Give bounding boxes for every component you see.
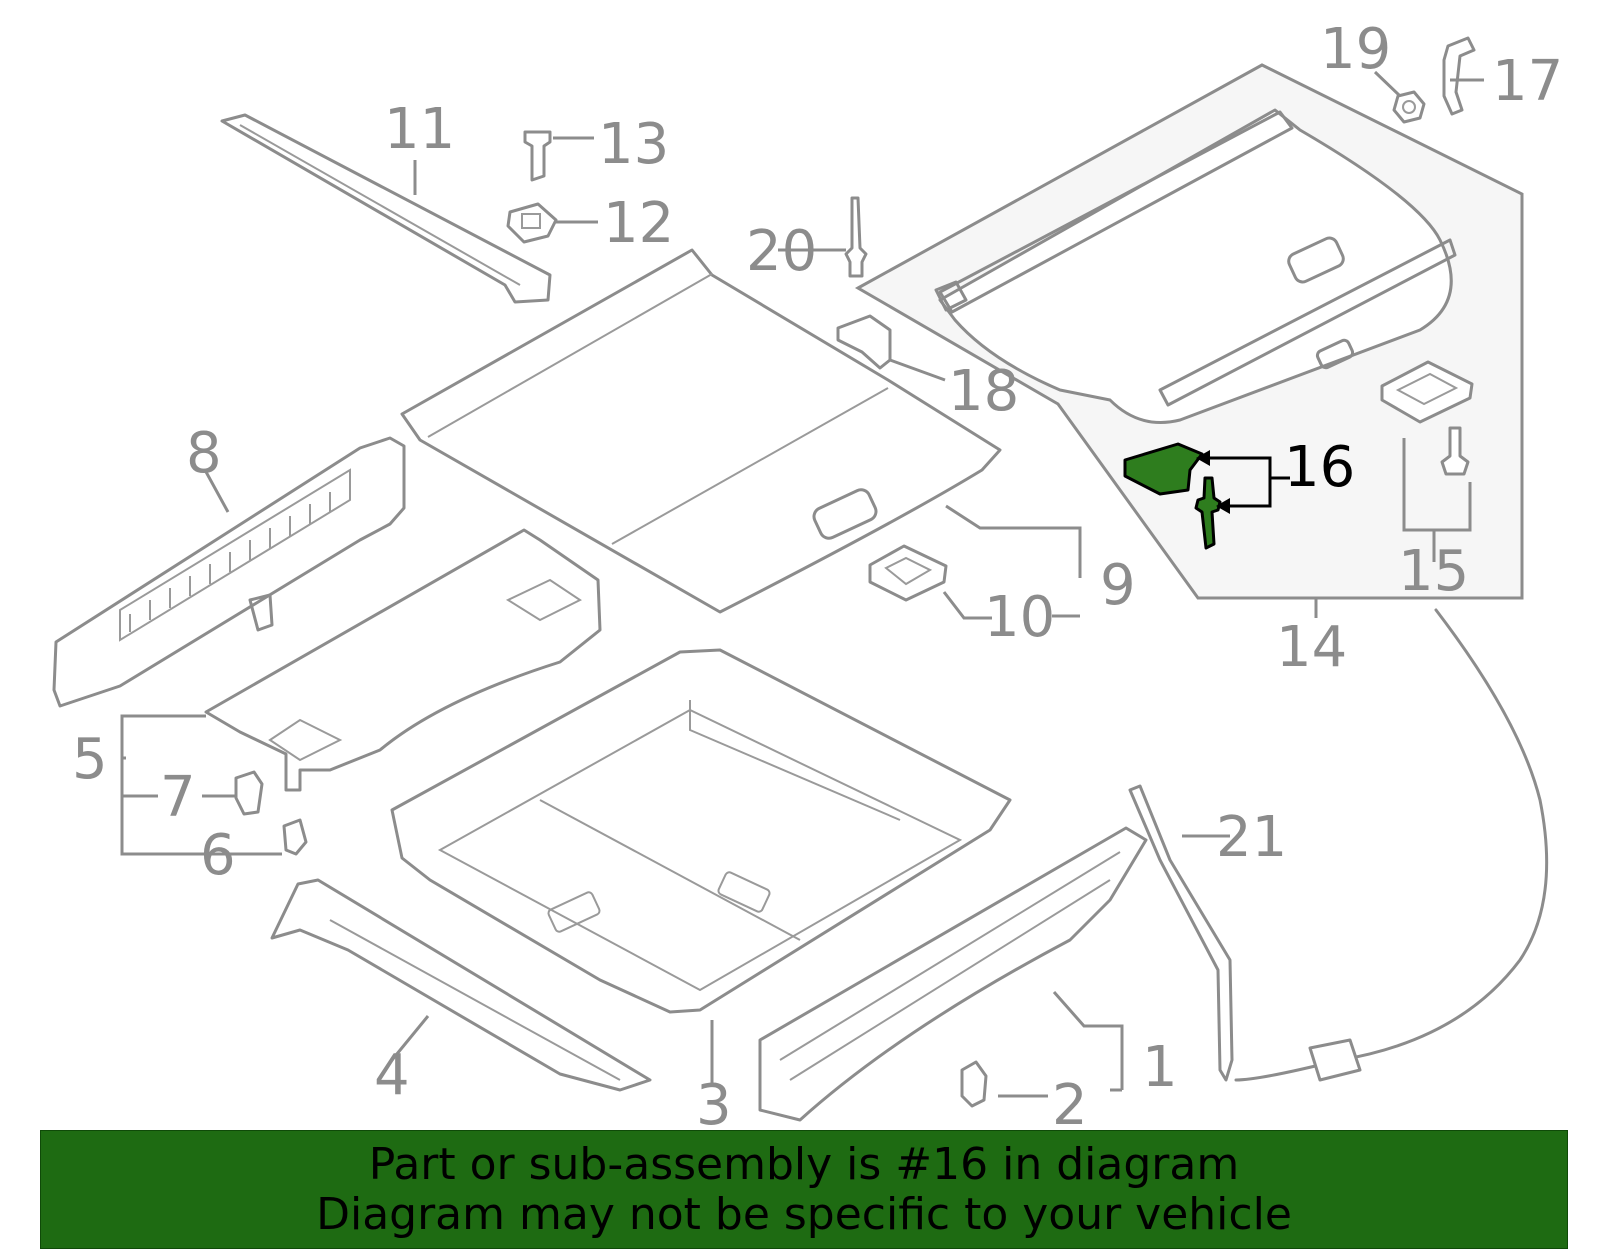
callout-labels: 1 2 3 4 5 6 7 8 9 10 11 12 13 14 15 16 1… <box>72 17 1563 1138</box>
part-20-pin <box>844 196 868 278</box>
part-16-bracket-highlighted[interactable] <box>1123 442 1204 496</box>
part-1-sill-trim <box>758 826 1148 1122</box>
callout-3: 3 <box>696 1073 732 1138</box>
leader-lines <box>120 70 1484 1098</box>
callout-6: 6 <box>200 823 236 888</box>
banner-line-2: Diagram may not be specific to your vehi… <box>316 1188 1292 1240</box>
part-15-handle <box>1380 360 1474 424</box>
callout-16: 16 <box>1284 435 1355 500</box>
part-2-clip <box>960 1060 988 1108</box>
part-10-cap <box>868 544 948 602</box>
callout-10: 10 <box>984 585 1055 650</box>
callout-15: 15 <box>1398 539 1469 604</box>
part-9-floor-board <box>400 248 1002 614</box>
cargo-cover-assembly <box>854 63 1524 600</box>
part-18-bracket <box>836 314 892 370</box>
callout-9: 9 <box>1100 553 1136 618</box>
part-19-nut <box>1392 90 1426 124</box>
part-16-pin-highlighted[interactable] <box>1194 476 1222 550</box>
info-banner: Part or sub-assembly is #16 in diagram D… <box>40 1130 1568 1249</box>
callout-13: 13 <box>598 112 669 177</box>
part-12-clip <box>506 202 558 244</box>
callout-4: 4 <box>374 1043 410 1108</box>
callout-18: 18 <box>948 359 1019 424</box>
part-13-bolt <box>523 130 552 182</box>
callout-5: 5 <box>72 727 108 792</box>
callout-1: 1 <box>1142 1035 1178 1100</box>
banner-line-1: Part or sub-assembly is #16 in diagram <box>368 1138 1240 1190</box>
part-15-screw <box>1440 426 1470 476</box>
part-7-clip <box>234 770 264 816</box>
part-8-side-trim <box>52 436 406 708</box>
callout-12: 12 <box>603 191 674 256</box>
part-5-trim-panel <box>204 528 602 792</box>
part-3-floor-pan <box>390 648 1012 1014</box>
leader-16 <box>1196 450 1290 514</box>
callout-7: 7 <box>160 765 196 830</box>
callout-14: 14 <box>1276 615 1347 680</box>
callout-2: 2 <box>1052 1073 1088 1138</box>
part-6-clip <box>282 818 308 856</box>
callout-21: 21 <box>1216 805 1287 870</box>
callout-8: 8 <box>186 421 222 486</box>
part-11-rail <box>220 113 552 304</box>
part-17-bracket <box>1442 36 1476 116</box>
callout-19: 19 <box>1320 17 1391 82</box>
part-21-strip <box>1128 608 1549 1082</box>
callout-11: 11 <box>384 97 455 162</box>
callout-20: 20 <box>746 219 817 284</box>
callout-17: 17 <box>1492 49 1563 114</box>
part-4-sill <box>270 878 652 1092</box>
